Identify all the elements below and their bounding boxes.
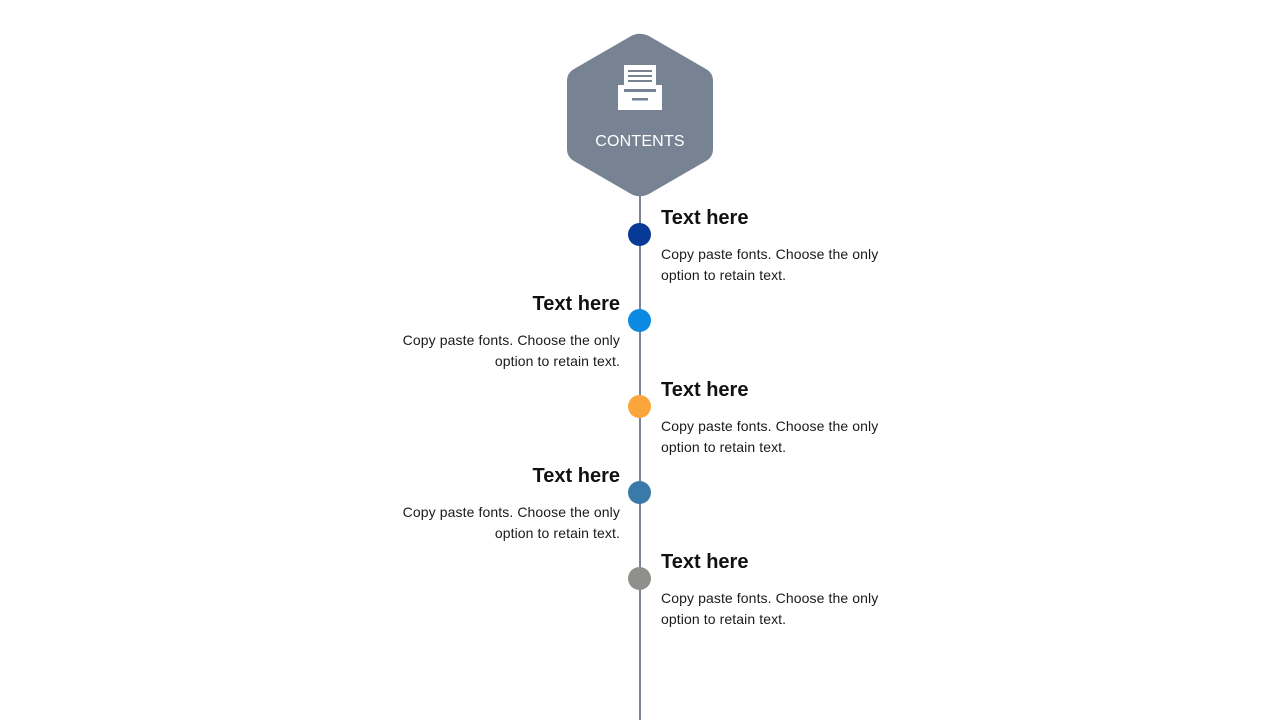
file-drawer-icon xyxy=(618,65,662,110)
timeline-dot xyxy=(628,395,651,418)
item-title: Text here xyxy=(661,551,749,573)
hexagon-shape xyxy=(567,33,713,197)
item-description: Copy paste fonts. Choose the only option… xyxy=(661,590,879,627)
item-description: Copy paste fonts. Choose the only option… xyxy=(402,504,620,541)
item-title: Text here xyxy=(532,465,620,487)
timeline-line xyxy=(639,180,641,720)
item-title: Text here xyxy=(661,207,749,229)
timeline-dot xyxy=(628,223,651,246)
item-description: Copy paste fonts. Choose the only option… xyxy=(661,246,879,283)
item-title: Text here xyxy=(532,293,620,315)
contents-hexagon: CONTENTS xyxy=(566,33,714,197)
contents-label: CONTENTS xyxy=(595,133,685,150)
timeline-dot xyxy=(628,481,651,504)
item-title: Text here xyxy=(661,379,749,401)
item-description: Copy paste fonts. Choose the only option… xyxy=(661,418,879,455)
timeline-dot xyxy=(628,309,651,332)
item-description: Copy paste fonts. Choose the only option… xyxy=(402,332,620,369)
timeline-dot xyxy=(628,567,651,590)
